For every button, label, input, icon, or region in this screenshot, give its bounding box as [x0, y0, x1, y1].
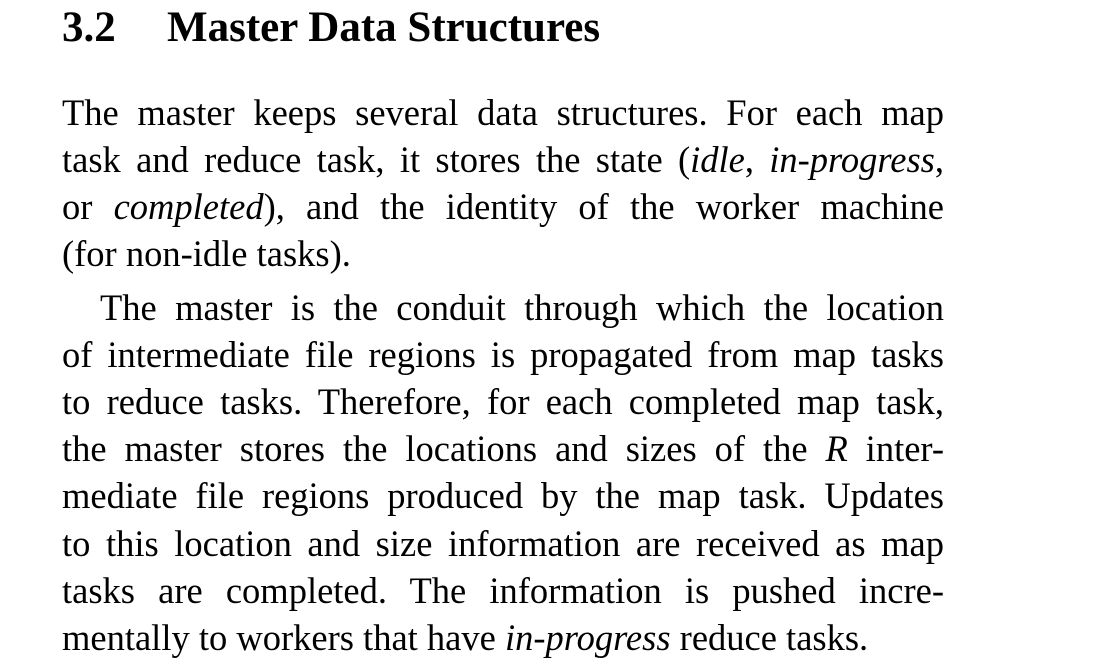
section-title: Master Data Structures	[167, 4, 601, 51]
text-run: (for non-idle tasks).	[62, 233, 351, 274]
paragraph-1-line-1: The master keeps several data structures…	[62, 89, 944, 136]
text-run: or	[62, 186, 114, 227]
text-run: mentally to workers that have	[62, 617, 505, 658]
paragraph-2-line-2: of intermediate file regions is propagat…	[62, 331, 944, 378]
text-run: to reduce tasks. Therefore, for each com…	[62, 381, 944, 422]
paragraph-2-line-4: the master stores the locations and size…	[62, 425, 944, 472]
section-number: 3.2	[62, 4, 116, 51]
text-run: The master is the conduit through which …	[100, 287, 944, 328]
text-run: of intermediate file regions is propagat…	[62, 334, 944, 375]
text-run: The master keeps several data structures…	[62, 92, 944, 133]
paragraph-2-line-5: mediate file regions produced by the map…	[62, 472, 944, 519]
paragraph-1-line-2: task and reduce task, it stores the stat…	[62, 136, 944, 183]
section-heading: 3.2 Master Data Structures	[62, 0, 600, 56]
text-run: tasks are completed. The information is …	[62, 570, 944, 611]
text-run: reduce tasks.	[670, 617, 869, 658]
paragraph-2-line-8: mentally to workers that have in-progres…	[62, 614, 944, 661]
paragraph-2-line-7: tasks are completed. The information is …	[62, 567, 944, 614]
math-variable-r: R	[825, 428, 848, 469]
paragraph-1-line-3: or completed), and the identity of the w…	[62, 183, 944, 230]
paragraph-2-line-6: to this location and size information ar…	[62, 520, 944, 567]
emphasis-completed: completed	[113, 186, 264, 227]
paragraph-2-line-3: to reduce tasks. Therefore, for each com…	[62, 378, 944, 425]
paragraph-1-line-4: (for non-idle tasks).	[62, 230, 944, 277]
text-run: inter-	[847, 428, 944, 469]
text-run: ,	[744, 139, 770, 180]
text-run: to this location and size information ar…	[62, 523, 944, 564]
emphasis-in-progress: in-progress	[504, 617, 671, 658]
text-run: the master stores the locations and size…	[62, 428, 826, 469]
text-run: mediate file regions produced by the map…	[62, 475, 944, 516]
paragraph-2-line-1: The master is the conduit through which …	[100, 284, 944, 331]
emphasis-idle: idle	[690, 139, 745, 180]
text-run: task and reduce task, it stores the stat…	[62, 139, 691, 180]
emphasis-in-progress: in-progress	[769, 139, 935, 180]
text-run: ,	[934, 139, 944, 180]
text-run: ), and the identity of the worker machin…	[263, 186, 944, 227]
